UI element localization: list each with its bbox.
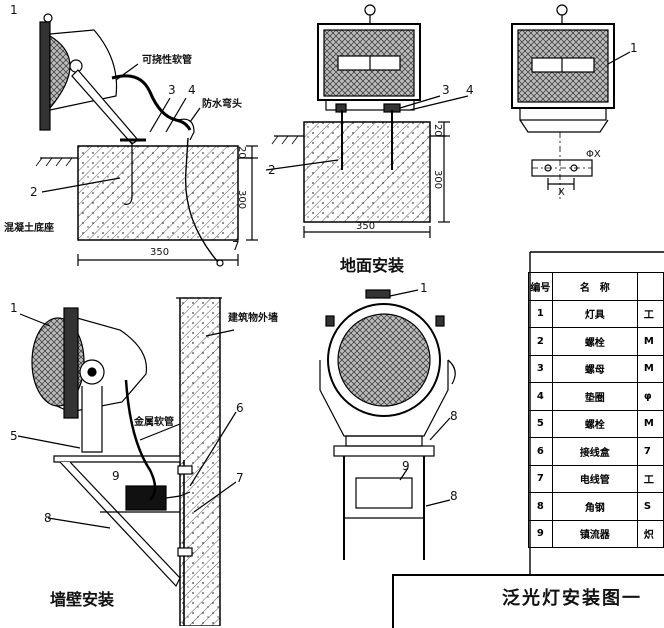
row-no: 5 — [528, 409, 553, 438]
parts-table: 编号 名 称 1 灯具 工 2 螺栓 M 3 螺母 M 4 垫圈 φ 5 螺栓 … — [528, 272, 664, 548]
marker-8-wall: 8 — [44, 511, 52, 525]
row-name: 角钢 — [551, 492, 638, 521]
ground-front-view — [265, 4, 469, 238]
title-block: 泛光灯安装图一 — [392, 574, 664, 628]
row-no: 7 — [528, 464, 553, 493]
building-wall-label: 建筑物外墙 — [228, 313, 278, 324]
table-row: 4 垫圈 φ — [528, 382, 664, 411]
marker-2-side: 2 — [30, 185, 38, 199]
row-spec: S — [636, 492, 664, 521]
marker-7-side: 7 — [232, 239, 240, 253]
row-name: 镇流器 — [551, 519, 638, 548]
marker-1-stand: 1 — [420, 281, 428, 295]
dim-20-front: 20 — [432, 124, 443, 137]
wall-view — [17, 297, 237, 626]
table-row: 3 螺母 M — [528, 354, 664, 383]
table-row: 5 螺栓 M — [528, 409, 664, 438]
row-spec: 工 — [636, 464, 664, 493]
row-spec: M — [636, 354, 664, 383]
header-spec — [636, 272, 664, 301]
row-no: 8 — [528, 492, 553, 521]
table-row: 6 接线盒 7 — [528, 437, 664, 466]
ground-install-title: 地面安装 — [340, 256, 405, 275]
row-spec: 炽 — [636, 519, 664, 548]
metal-hose-label: 金属软管 — [134, 417, 174, 428]
marker-4-side: 4 — [188, 83, 196, 97]
marker-9-wall: 9 — [112, 469, 120, 483]
stand-view — [319, 289, 456, 560]
dim-x: X — [558, 187, 565, 198]
table-row: 2 螺栓 M — [528, 327, 664, 356]
marker-1-wall: 1 — [10, 301, 18, 315]
marker-7-wall: 7 — [236, 471, 244, 485]
row-spec: 7 — [636, 437, 664, 466]
row-name: 电线管 — [551, 464, 638, 493]
row-no: 6 — [528, 437, 553, 466]
marker-8-stand-bottom: 8 — [450, 489, 458, 503]
dim-350-left: 350 — [150, 247, 170, 258]
row-name: 螺栓 — [551, 327, 638, 356]
row-spec: 工 — [636, 299, 664, 328]
row-spec: M — [636, 327, 664, 356]
marker-8-stand-top: 8 — [450, 409, 458, 423]
header-name: 名 称 — [551, 272, 638, 301]
marker-9-stand: 9 — [402, 459, 410, 473]
row-no: 1 — [528, 299, 553, 328]
parts-table-header: 编号 名 称 — [528, 272, 664, 301]
concrete-base-label: 混凝土底座 — [4, 223, 54, 234]
wall-install-title: 墙壁安装 — [50, 590, 115, 609]
marker-1-base: 1 — [630, 41, 638, 55]
flex-hose-label: 可挠性软管 — [142, 55, 192, 66]
table-row: 8 角钢 S — [528, 492, 664, 521]
dim-300-left: 300 — [236, 190, 247, 210]
row-name: 垫圈 — [551, 382, 638, 411]
table-row: 9 镇流器 炽 — [528, 519, 664, 548]
marker-5-wall: 5 — [10, 429, 18, 443]
marker-3-side: 3 — [168, 83, 176, 97]
row-no: 2 — [528, 327, 553, 356]
row-no: 9 — [528, 519, 553, 548]
marker-3-front: 3 — [442, 83, 450, 97]
row-spec: M — [636, 409, 664, 438]
ground-side-view — [35, 13, 258, 267]
marker-6-wall: 6 — [236, 401, 244, 415]
table-row: 1 灯具 工 — [528, 299, 664, 328]
marker-2-front: 2 — [268, 163, 276, 177]
header-no: 编号 — [528, 272, 553, 301]
lamp-base-view — [511, 4, 631, 200]
dim-300-front: 300 — [432, 170, 443, 190]
row-no: 4 — [528, 382, 553, 411]
drawing-title: 泛光灯安装图一 — [502, 588, 642, 609]
waterproof-elbow-label: 防水弯头 — [202, 99, 242, 110]
dim-350-front: 350 — [356, 221, 376, 232]
table-row: 7 电线管 工 — [528, 464, 664, 493]
dim-20-left: 20 — [236, 146, 247, 159]
row-name: 灯具 — [551, 299, 638, 328]
row-no: 3 — [528, 354, 553, 383]
marker-4-front: 4 — [466, 83, 474, 97]
dim-phix: ΦX — [586, 149, 601, 160]
marker-1-side: 1 — [10, 3, 18, 17]
row-name: 螺栓 — [551, 409, 638, 438]
row-name: 螺母 — [551, 354, 638, 383]
row-spec: φ — [636, 382, 664, 411]
row-name: 接线盒 — [551, 437, 638, 466]
